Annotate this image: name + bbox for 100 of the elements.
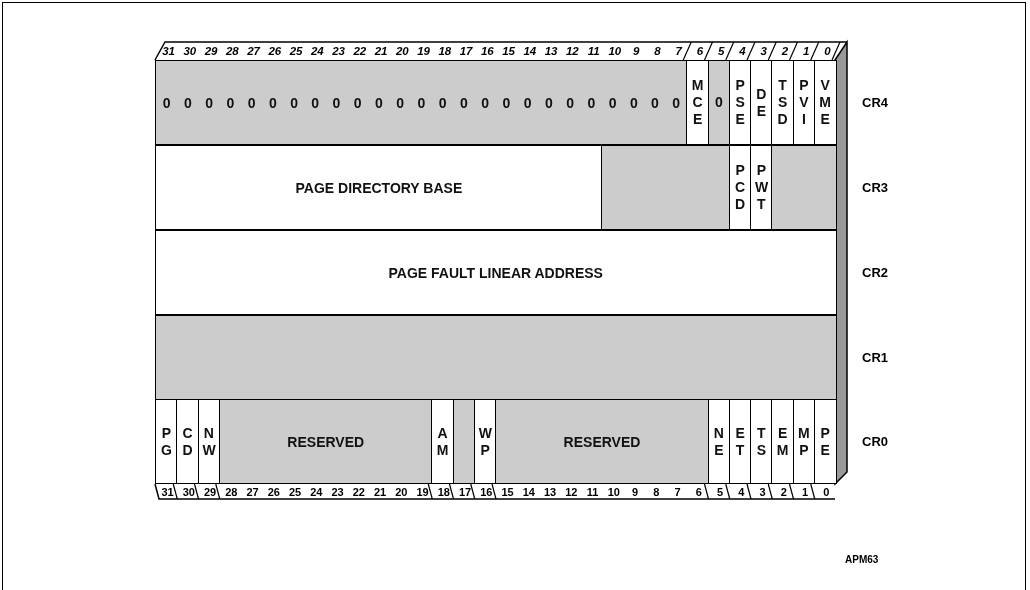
bit-number: 18: [436, 485, 451, 499]
bit-number: 6: [694, 485, 703, 499]
reserved-field: [155, 315, 837, 400]
field-name: PCD: [734, 162, 747, 213]
bit-number: 18: [437, 44, 453, 58]
bit-value: 0: [225, 94, 236, 111]
bit-value: 0: [522, 94, 533, 111]
field-name: RESERVED: [287, 433, 365, 450]
bit-number: 19: [415, 485, 430, 499]
field-name: PVI: [798, 77, 810, 128]
reserved-field: [218, 399, 433, 484]
register-field: [155, 399, 178, 484]
bit-number: 19: [416, 44, 431, 58]
bit-number: 9: [631, 44, 641, 58]
bit-number: 8: [652, 485, 661, 499]
field-name: MCE: [691, 77, 704, 128]
bit-number: 2: [780, 44, 790, 58]
bit-number: 15: [501, 44, 516, 58]
bit-number: 16: [479, 44, 495, 58]
bit-number: 12: [564, 485, 579, 499]
bit-value: 0: [628, 94, 639, 111]
bit-number: 21: [373, 485, 388, 499]
bit-value: 0: [182, 94, 193, 111]
bit-value: 0: [543, 94, 554, 111]
field-name: PG: [160, 424, 173, 459]
bit-number: 11: [585, 485, 600, 499]
register-field: [431, 399, 454, 484]
register-field: [771, 60, 794, 145]
reserved-field: [771, 145, 837, 230]
bit-number: 4: [737, 485, 746, 499]
bit-number: 7: [674, 44, 684, 58]
field-name: TS: [755, 424, 768, 459]
register-field: [813, 60, 837, 145]
bit-number: 0: [822, 485, 831, 499]
field-name: RESERVED: [563, 433, 641, 450]
bit-number: 20: [394, 485, 409, 499]
bit-number: 28: [224, 485, 239, 499]
bit-number: 15: [500, 485, 515, 499]
bit-number: 10: [606, 485, 621, 499]
bit-number: 0: [823, 44, 832, 58]
bit-number: 13: [543, 44, 559, 58]
bit-value: 0: [480, 94, 491, 111]
field-name: DE: [755, 85, 768, 120]
field-name: PE: [819, 424, 831, 459]
field-name: PAGE FAULT LINEAR ADDRESS: [388, 264, 603, 281]
bit-value: 0: [246, 94, 257, 111]
bit-value: 0: [416, 94, 427, 111]
register-name: CR2: [862, 264, 888, 281]
register-field: [750, 145, 773, 230]
field-name: WP: [478, 424, 492, 459]
bit-value: 0: [352, 94, 363, 111]
bit-value: 0: [161, 94, 172, 111]
field-name: CD: [181, 424, 194, 459]
bit-number: 1: [801, 485, 810, 499]
bit-number: 4: [738, 44, 747, 58]
register-name: CR0: [862, 433, 888, 450]
register-field: [155, 230, 837, 315]
bit-number: 16: [479, 485, 494, 499]
field-name: 0: [713, 94, 724, 111]
bit-number: 30: [181, 485, 196, 499]
field-name: NE: [712, 424, 725, 459]
bit-number: 17: [458, 44, 474, 58]
register-field: [686, 60, 709, 145]
register-name: CR1: [862, 349, 888, 366]
field-name: NW: [202, 424, 216, 459]
bit-number: 11: [586, 44, 601, 58]
register-field: [771, 399, 794, 484]
bit-number: 23: [330, 485, 345, 499]
bit-number: 8: [653, 44, 662, 58]
reserved-field: [155, 60, 688, 145]
bit-value: 0: [437, 94, 448, 111]
bit-number: 9: [631, 485, 640, 499]
register-field: [750, 399, 773, 484]
bit-number: 7: [673, 485, 682, 499]
bit-number: 27: [245, 485, 260, 499]
register-field: [155, 145, 603, 230]
bit-number: 14: [521, 485, 536, 499]
field-name: VME: [818, 77, 832, 128]
field-name: TSD: [776, 77, 789, 128]
bit-number: 5: [716, 485, 725, 499]
bit-value: 0: [650, 94, 660, 111]
field-name: PSE: [734, 77, 746, 128]
field-name: AM: [436, 424, 449, 459]
bit-number: 26: [267, 44, 283, 58]
bit-number: 31: [161, 44, 176, 58]
bit-value: 0: [289, 94, 299, 111]
bit-number: 27: [246, 44, 262, 58]
bit-value: 0: [310, 94, 321, 111]
reserved-field: [601, 145, 731, 230]
bit-value: 0: [586, 94, 597, 111]
register-field: [750, 60, 773, 145]
bit-number: 17: [458, 485, 473, 499]
bit-number: 24: [309, 485, 324, 499]
bit-number: 26: [266, 485, 281, 499]
bit-value: 0: [501, 94, 512, 111]
bit-value: 0: [267, 94, 278, 111]
register-name: CR4: [862, 94, 888, 111]
bit-number: 29: [203, 44, 219, 58]
bit-number: 23: [331, 44, 346, 58]
bit-number: 30: [182, 44, 198, 58]
